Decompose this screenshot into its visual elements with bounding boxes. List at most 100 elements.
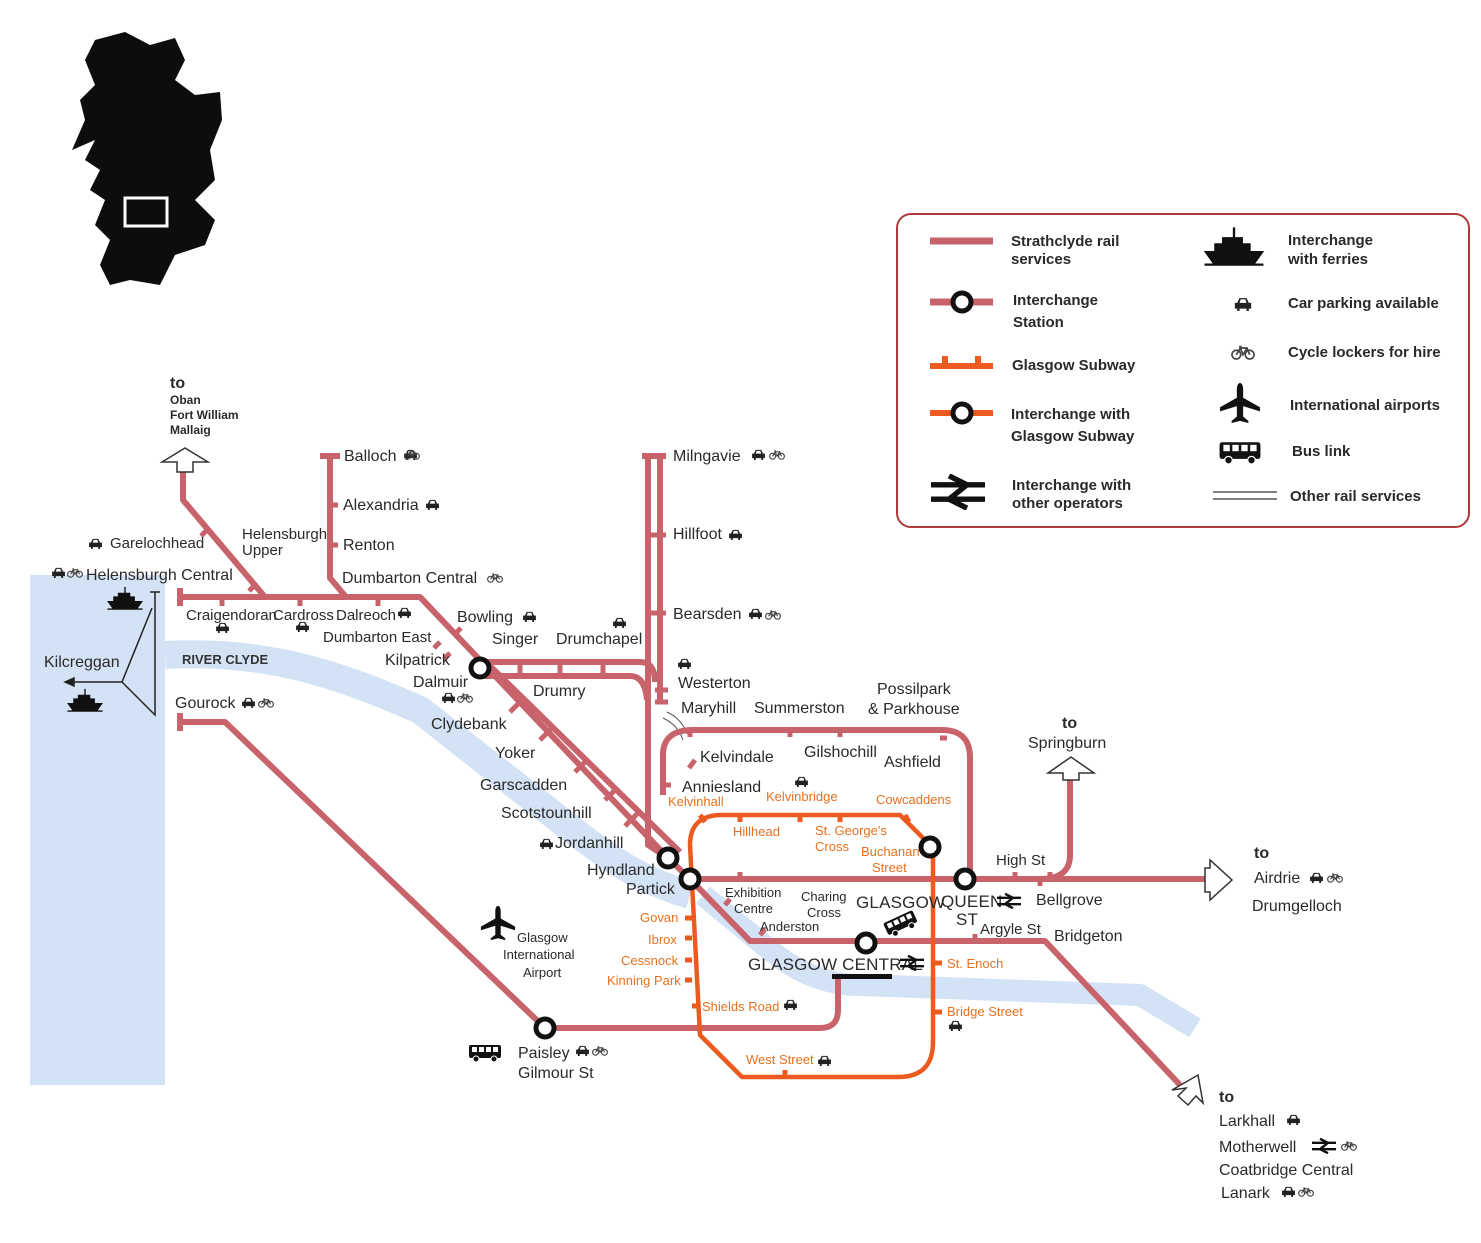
direction-arrows [159, 447, 1234, 1107]
subway-line-icon [930, 356, 993, 369]
subway-kelvinbridge: Kelvinbridge [766, 789, 838, 804]
legend-label: Interchange with [1011, 406, 1130, 423]
subway-cessnock: Cessnock [621, 953, 679, 968]
subway-bridge-street: Bridge Street [947, 1004, 1023, 1019]
bus-icon [468, 1044, 502, 1062]
interchange-station-icon[interactable] [918, 835, 942, 859]
station-renton: Renton [343, 537, 395, 554]
legend-label: Glasgow Subway [1011, 428, 1135, 445]
destination-to: to [1254, 845, 1269, 862]
car-icon [752, 449, 765, 460]
facility-icons [52, 449, 1357, 1197]
car-icon [1287, 1114, 1300, 1125]
subway-buchanan-street: Street [872, 860, 907, 875]
car-icon [89, 538, 102, 549]
destination-to: to [1219, 1089, 1234, 1106]
destination-oban: Oban [170, 393, 201, 407]
destination-to: to [1062, 715, 1077, 732]
car-icon [576, 1045, 589, 1056]
destination-to: to [170, 375, 185, 392]
station-westerton: Westerton [678, 675, 751, 692]
station-tick [723, 897, 732, 907]
station-bridgeton: Bridgeton [1054, 928, 1123, 945]
station-gilshochill: Gilshochill [804, 744, 877, 761]
river-label: RIVER CLYDE [182, 652, 269, 667]
station-helensburgh-central: Helensburgh Central [86, 567, 233, 584]
subway-st-georges-cross: Cross [815, 839, 849, 854]
subway-ibrox: Ibrox [648, 932, 677, 947]
station-anniesland: Anniesland [682, 779, 761, 796]
station-dumbarton-central: Dumbarton Central [342, 570, 477, 587]
glasgow-area-marker [123, 196, 169, 228]
station-tick [603, 786, 619, 802]
car-icon [1282, 1186, 1295, 1197]
destination-airdrie: Airdrie [1254, 870, 1300, 887]
car-icon [216, 622, 229, 633]
interchange-station-icon[interactable] [953, 867, 977, 891]
subway-govan: Govan [640, 910, 678, 925]
destination-motherwell: Motherwell [1219, 1139, 1296, 1156]
water [30, 575, 1201, 1085]
station-tick [687, 758, 697, 770]
station-garelochhead: Garelochhead [110, 535, 204, 552]
scotland-silhouette [72, 32, 222, 285]
station-kilpatrick: Kilpatrick [385, 652, 451, 669]
car-icon [795, 776, 808, 787]
interchange-station-icon[interactable] [468, 656, 492, 680]
car-icon [1310, 872, 1323, 883]
station-maryhill: Maryhill [681, 700, 736, 717]
arrow-east [1204, 858, 1234, 902]
destination-mallaig: Mallaig [170, 423, 211, 437]
airport-label: Glasgow [517, 930, 568, 945]
destination-lanark: Lanark [1221, 1185, 1271, 1202]
station-dumbarton-east: Dumbarton East [323, 629, 432, 646]
car-icon [784, 999, 797, 1010]
station-alexandria: Alexandria [343, 497, 419, 514]
station-cardross: Cardross [273, 607, 334, 624]
legend-label: Car parking available [1288, 295, 1439, 312]
arrow-springburn [1045, 756, 1097, 781]
car-icon [398, 607, 411, 618]
station-possilpark: Possilpark [877, 681, 952, 698]
station-gourock: Gourock [175, 695, 236, 712]
station-ashfield: Ashfield [884, 754, 941, 771]
car-icon [749, 608, 762, 619]
legend-label: Interchange [1013, 292, 1098, 309]
station-queen-st: QUEEN [941, 892, 1002, 911]
station-tick [199, 528, 209, 538]
station-tick [442, 651, 452, 661]
bicycle-icon [765, 610, 781, 620]
station-kelvindale: Kelvindale [700, 749, 774, 766]
station-tick [573, 758, 589, 774]
interchange-station-icon [950, 290, 974, 314]
ferry-routes [63, 591, 160, 717]
subway-cowcaddens: Cowcaddens [876, 792, 952, 807]
arrow-north [159, 447, 211, 473]
car-icon [242, 697, 255, 708]
destination-coatbridge-central: Coatbridge Central [1219, 1162, 1353, 1179]
station-drumry: Drumry [533, 683, 585, 700]
station-paisley: Gilmour St [518, 1065, 594, 1082]
interchange-station-icon[interactable] [656, 846, 680, 870]
bicycle-icon [258, 698, 274, 708]
bicycle-icon [1341, 1141, 1357, 1151]
airplane-icon [480, 905, 516, 941]
interchange-station-icon[interactable] [678, 867, 702, 891]
bicycle-icon [457, 693, 473, 703]
station-underline [832, 974, 892, 979]
subway-west-street: West Street [746, 1052, 814, 1067]
car-icon [729, 529, 742, 540]
station-dalmuir: Dalmuir [413, 674, 469, 691]
station-tick [432, 640, 442, 650]
station-helensburgh-upper: Upper [242, 542, 283, 559]
legend-label: Cycle lockers for hire [1288, 344, 1441, 361]
interchange-station-icon[interactable] [533, 1016, 557, 1040]
glasgow-subway-loop [687, 812, 936, 1080]
subway-hillhead: Hillhead [733, 824, 780, 839]
subway-st-georges-cross: St. George's [815, 823, 887, 838]
interchange-station-icon[interactable] [854, 931, 878, 955]
bicycle-icon [487, 573, 503, 583]
station-helensburgh-upper: Helensburgh [242, 526, 327, 543]
airport-label: Airport [523, 965, 562, 980]
